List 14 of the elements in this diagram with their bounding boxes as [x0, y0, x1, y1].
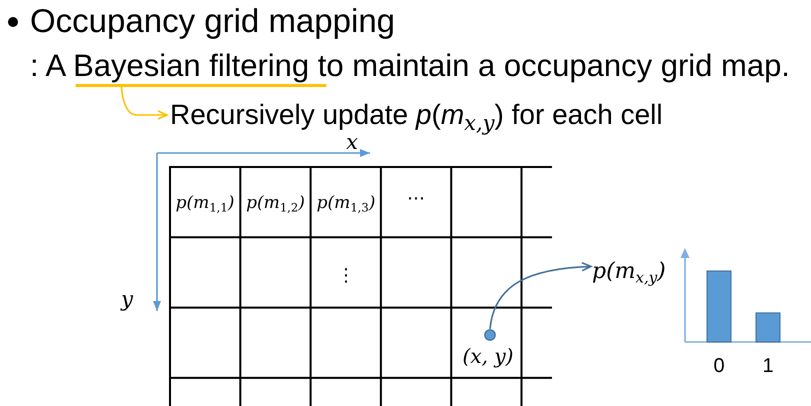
point-marker	[484, 329, 496, 341]
curved-arrow	[489, 262, 592, 330]
category-label: 1	[762, 355, 774, 377]
subtitle-text: : A Bayesian filtering to maintain a occupancy grid map.	[30, 48, 790, 84]
category-label: 0	[713, 355, 725, 377]
vertical-ellipsis: ⋮	[337, 266, 355, 286]
heading-text: Occupancy grid mapping	[30, 2, 396, 40]
coordinate-label: (x, y)	[462, 344, 514, 368]
cell-formula: p(m$_{1,1}$)	[176, 192, 234, 214]
axis-label: x	[346, 133, 358, 151]
probability-label: p(m$_{x,y}$)	[592, 258, 666, 286]
cell-formula: p(m$_{1,3}$)	[316, 192, 376, 214]
cell-formula: p(m$_{1,2}$)	[246, 192, 305, 214]
horizontal-ellipsis: ⋯	[407, 189, 425, 209]
